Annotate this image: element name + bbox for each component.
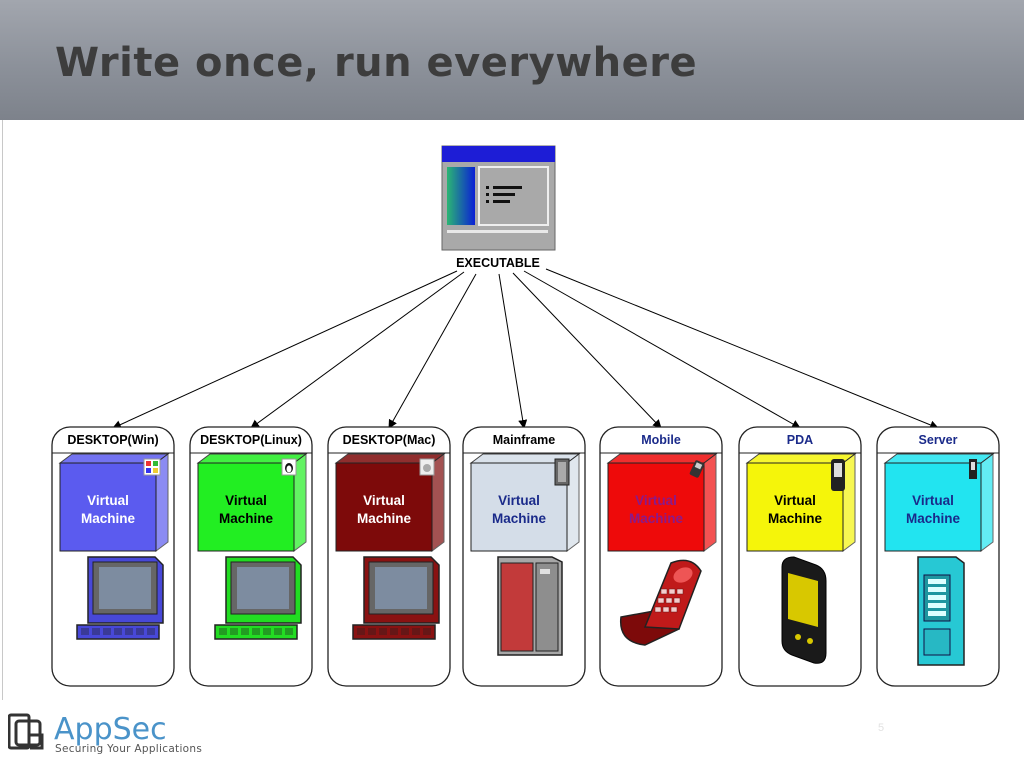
vm-label-line1: Virtual [635, 493, 677, 508]
apple-logo-icon [419, 458, 435, 476]
vm-label-line1: Virtual [225, 493, 267, 508]
desktop-computer-icon [352, 556, 440, 640]
vm-label-line2: Machine [81, 511, 136, 526]
server-tower-icon [969, 459, 977, 479]
arrow-to-desktop-win- [112, 270, 458, 429]
vm-label-line1: Virtual [774, 493, 816, 508]
application-window-icon [441, 145, 556, 251]
target-label: Mobile [641, 433, 681, 447]
mainframe-icon [497, 556, 563, 656]
vm-label-line1: Virtual [363, 493, 405, 508]
arrow-to-desktop-linux- [250, 271, 465, 429]
tux-penguin-icon [281, 458, 297, 476]
arrow-to-desktop-mac- [388, 273, 477, 429]
vm-label-line1: Virtual [87, 493, 129, 508]
vm-label-line2: Machine [906, 511, 961, 526]
vm-label-line2: Machine [219, 511, 274, 526]
target-label: DESKTOP(Win) [67, 433, 158, 447]
arrow-to-pda [523, 270, 801, 429]
vm-label-line2: Machine [492, 511, 547, 526]
appsec-logo: AppSec Securing Your Applications [8, 708, 208, 758]
brand-name: AppSec [54, 712, 167, 747]
desktop-computer-icon [214, 556, 302, 640]
page-number: 5 [878, 722, 885, 734]
pda-device-icon [781, 556, 827, 664]
appsec-mark-icon [8, 713, 44, 750]
flip-phone-icon [619, 559, 702, 646]
windows-logo-icon [143, 458, 161, 476]
pda-icon [831, 459, 845, 491]
slide-title: Write once, run everywhere [55, 40, 698, 86]
target-label: DESKTOP(Linux) [200, 433, 302, 447]
vm-label-line2: Machine [629, 511, 684, 526]
target-label: PDA [787, 433, 813, 447]
server-rack-icon [554, 458, 570, 486]
target-label: DESKTOP(Mac) [343, 433, 436, 447]
arrows [112, 268, 939, 430]
target-platforms: DESKTOP(Win)VirtualMachineDESKTOP(Linux)… [51, 426, 1000, 687]
arrow-to-mobile [512, 272, 662, 429]
brand-tagline: Securing Your Applications [55, 743, 203, 755]
executable-label: EXECUTABLE [456, 256, 540, 270]
target-label: Mainframe [493, 433, 556, 447]
arrow-to-server [545, 268, 939, 430]
vm-label-line1: Virtual [912, 493, 954, 508]
deployment-diagram: EXECUTABLE DESKTOP(Win)VirtualMachineDES… [51, 145, 1000, 687]
vm-label-line2: Machine [357, 511, 412, 526]
server-tower-icon [917, 556, 965, 666]
target-label: Server [919, 433, 958, 447]
vm-label-line1: Virtual [498, 493, 540, 508]
vm-label-line2: Machine [768, 511, 823, 526]
arrow-to-mainframe [498, 273, 528, 429]
left-border-line [2, 120, 3, 700]
desktop-computer-icon [76, 556, 164, 640]
slide-header: Write once, run everywhere [0, 0, 1024, 120]
cell-phone-icon [689, 460, 705, 478]
